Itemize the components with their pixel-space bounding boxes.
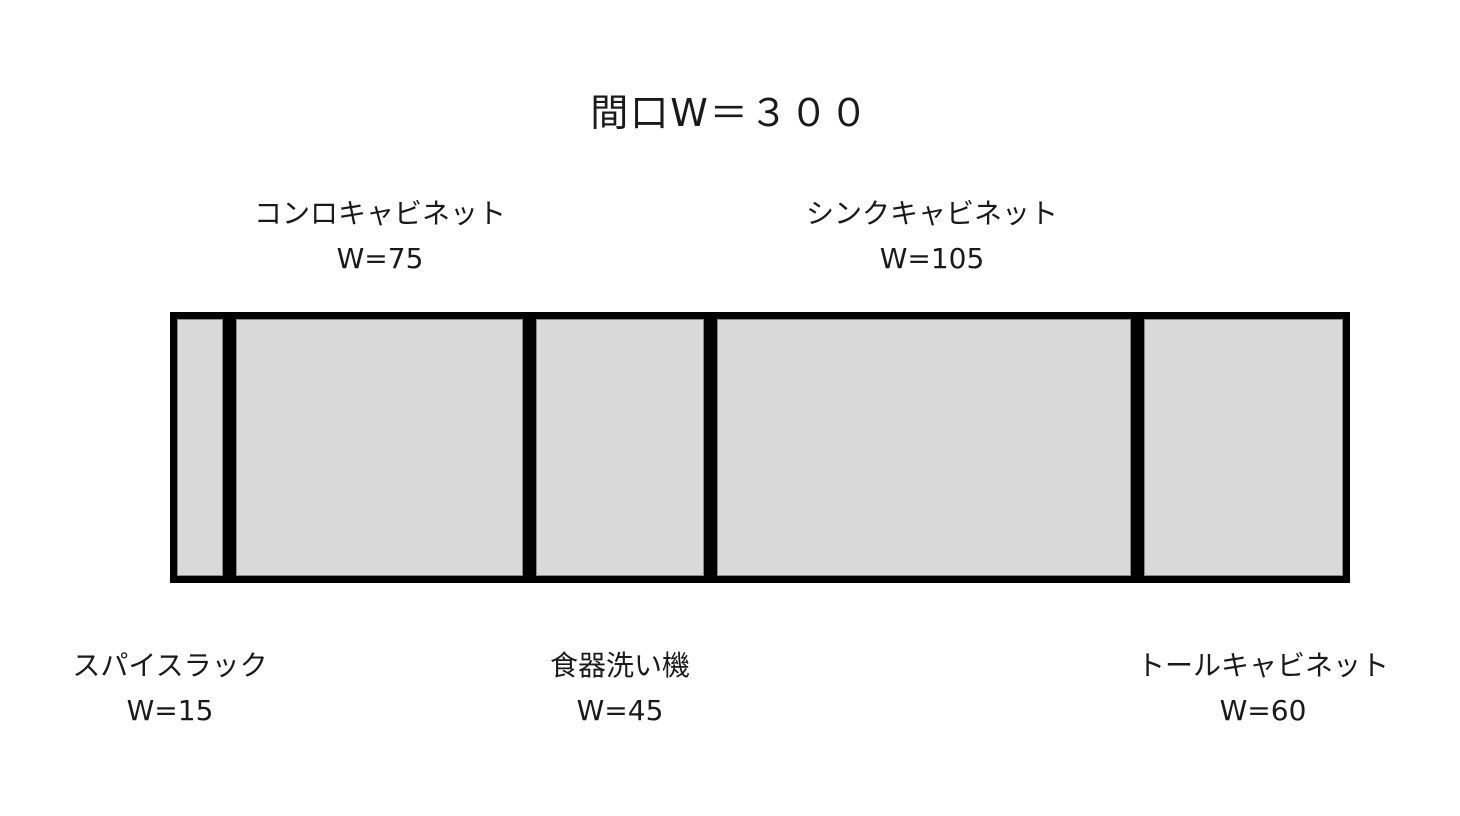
cabinet-box-spice-rack <box>170 312 230 583</box>
cabinet-width: W=15 <box>126 694 214 727</box>
cabinet-name: コンロキャビネット <box>253 197 507 230</box>
total-width-title: 間口W＝３００ <box>590 91 870 135</box>
cabinet-width: W=105 <box>879 242 985 275</box>
cabinet-width: W=75 <box>336 242 424 275</box>
cabinet-layout-bar <box>0 312 1460 583</box>
label-sink-cabinet: シンクキャビネット W=105 <box>806 191 1058 281</box>
cabinet-width: W=60 <box>1219 694 1307 727</box>
cabinet-box-sink-cabinet <box>710 312 1138 583</box>
cabinet-name: トールキャビネット <box>1136 649 1390 682</box>
label-spice-rack: スパイスラック W=15 <box>72 643 267 733</box>
cabinet-name: シンクキャビネット <box>805 197 1059 230</box>
cabinet-box-tall-cabinet <box>1137 312 1350 583</box>
label-tall-cabinet: トールキャビネット W=60 <box>1137 643 1389 733</box>
label-stove-cabinet: コンロキャビネット W=75 <box>254 191 506 281</box>
cabinet-width: W=45 <box>576 694 664 727</box>
label-dishwasher: 食器洗い機 W=45 <box>550 643 690 733</box>
cabinet-name: スパイスラック <box>72 649 268 682</box>
cabinet-box-dishwasher <box>529 312 711 583</box>
cabinet-box-stove-cabinet <box>229 312 530 583</box>
cabinet-name: 食器洗い機 <box>549 649 691 682</box>
